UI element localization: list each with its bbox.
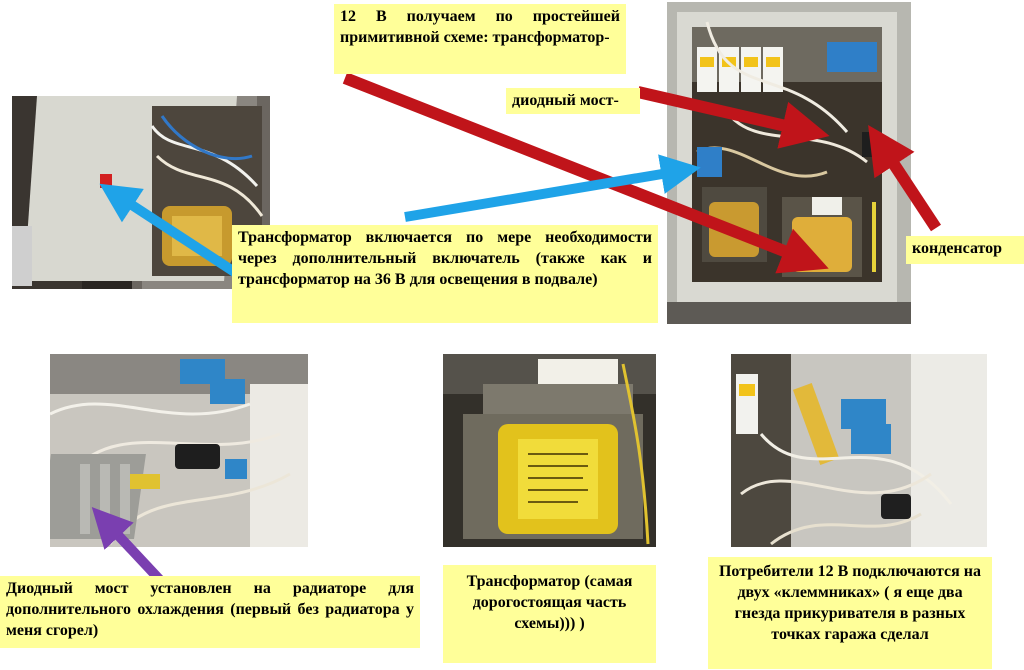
radiator-note: Диодный мост установлен на радиаторе для… xyxy=(0,576,420,648)
transformer-cost-note: Трансформатор (самая дорогостоящая часть… xyxy=(443,565,656,663)
arrow-to-panel-switch xyxy=(404,154,701,222)
photo-transformer-closeup xyxy=(443,354,656,547)
capacitor-label: конденсатор xyxy=(906,236,1024,264)
photo-panel-overview xyxy=(667,2,911,324)
consumers-note: Потребители 12 В подключаются на двух «к… xyxy=(708,557,992,669)
photo-diode-bridge-radiator xyxy=(50,354,308,547)
top-caption: 12 В получаем по простейшей примитивной … xyxy=(334,4,626,74)
photo-terminal-blocks xyxy=(731,354,987,547)
transformer-switch-note: Трансформатор включается по мере необход… xyxy=(232,225,658,323)
diode-bridge-label: диодный мост- xyxy=(506,88,640,114)
